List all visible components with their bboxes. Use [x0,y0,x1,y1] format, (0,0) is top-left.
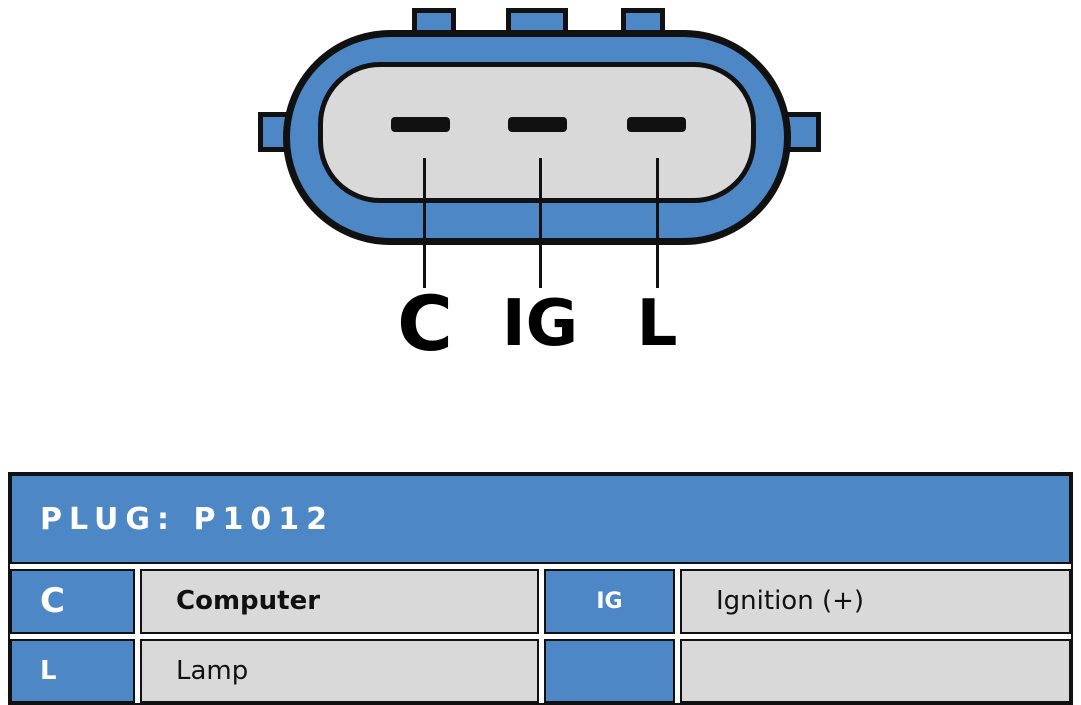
plug-table-title: PLUG: P1012 [10,474,1071,564]
pin-code-cell-c: C [10,569,135,634]
pin-label-ig: IG [501,287,579,361]
pin-slot-l [627,117,686,132]
pin-leader-line-c [423,158,426,288]
connector-inner-face [318,62,756,203]
pin-code-cell-empty [544,638,675,703]
pin-code-cell-l: L [10,638,135,703]
pin-code-cell-ig: IG [544,569,675,634]
pin-slot-ig [508,117,567,132]
pin-slot-c [391,117,450,132]
pin-label-l: L [636,287,678,361]
pin-leader-line-ig [539,158,542,288]
pin-function-cell-empty [680,638,1071,703]
pin-function-cell-ig: Ignition (+) [680,569,1071,634]
pin-label-c: C [397,279,453,368]
plug-reference-table: PLUG: P1012 C Computer IG Ignition (+) L… [8,472,1073,705]
pin-function-cell-c: Computer [140,569,539,634]
pin-function-cell-l: Lamp [140,638,539,703]
pin-leader-line-l [656,158,659,288]
